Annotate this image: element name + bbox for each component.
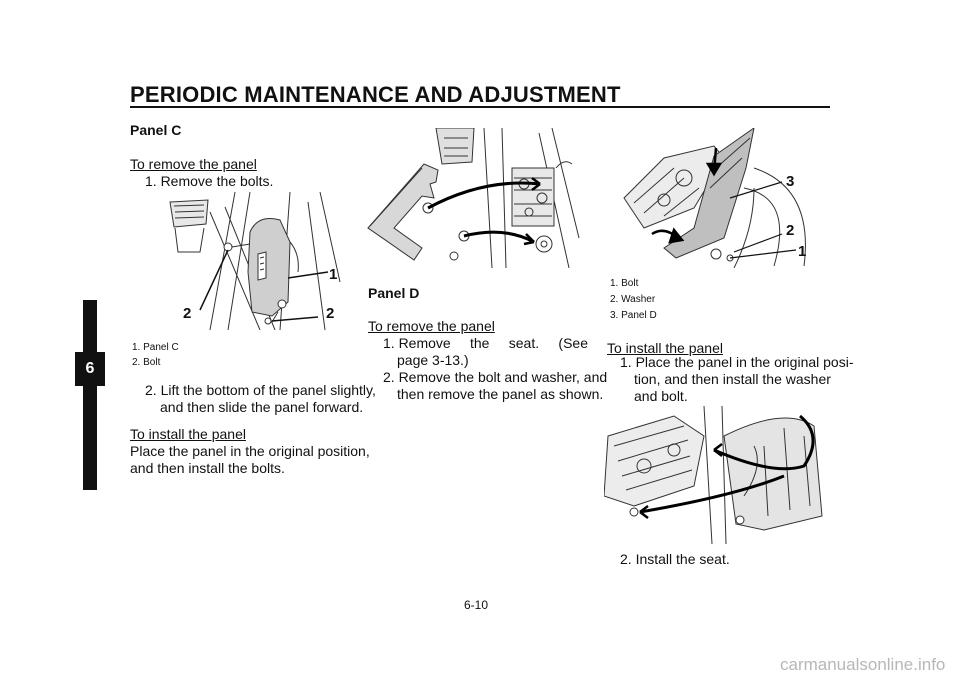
- step1-word-see: (See: [558, 335, 588, 351]
- panel-c-remove-title: To remove the panel: [130, 156, 257, 172]
- panel-d-callout-2: 2: [786, 222, 795, 239]
- panel-d-remove-title: To remove the panel: [368, 318, 495, 334]
- page-header-title: PERIODIC MAINTENANCE AND ADJUSTMENT: [130, 82, 621, 107]
- panel-c-callout-2b: 2: [326, 305, 335, 322]
- panel-d-install-step1-line2: tion, and then install the washer: [634, 371, 831, 387]
- panel-d-install-illustration: [604, 406, 823, 544]
- panel-c-install-title: To install the panel: [130, 426, 246, 442]
- panel-c-remove-step2-line2: and then slide the panel forward.: [160, 399, 364, 415]
- panel-d-remove-step2-line1: 2. Remove the bolt and washer, and: [383, 369, 608, 385]
- chapter-number: 6: [85, 360, 95, 377]
- panel-c-heading: Panel C: [130, 122, 182, 138]
- panel-d-callout-illustration: [623, 128, 806, 268]
- panel-d-remove-illustration: [367, 128, 580, 268]
- panel-d-callout-3: 3: [786, 173, 795, 190]
- panel-d-heading: Panel D: [368, 285, 420, 301]
- panel-d-caption-2: 2. Washer: [610, 294, 656, 305]
- watermark-text: carmanualsonline.info: [780, 655, 946, 674]
- panel-d-install-figure: [604, 406, 828, 544]
- step1-word-the: the: [470, 335, 490, 351]
- panel-c-remove-step1: 1. Remove the bolts.: [145, 173, 274, 189]
- panel-c-caption-1: 1. Panel C: [132, 342, 179, 353]
- panel-d-remove-step2-line2: then remove the panel as shown.: [397, 386, 604, 402]
- panel-c-callout-2a: 2: [183, 305, 192, 322]
- panel-c-install-line1: Place the panel in the original position…: [130, 443, 370, 459]
- panel-d-caption-1: 1. Bolt: [610, 278, 639, 289]
- panel-d-install-title: To install the panel: [607, 340, 723, 356]
- panel-d-install-step1-line1: 1. Place the panel in the original posi-: [620, 354, 854, 370]
- panel-d-callout-1: 1: [798, 243, 807, 260]
- panel-d-remove-step1-line2: page 3-13.): [397, 352, 469, 368]
- panel-c-illustration: [169, 192, 341, 330]
- panel-c-install-line2: and then install the bolts.: [130, 460, 285, 476]
- step1-word-remove: 1. Remove: [383, 335, 451, 351]
- panel-d-remove-step1-line1: 1. Remove the seat. (See: [383, 335, 588, 352]
- page-number: 6-10: [464, 598, 489, 612]
- panel-d-callout-figure: [604, 128, 828, 268]
- panel-c-callout-1: 1: [329, 266, 338, 283]
- step1-word-seat: seat.: [508, 335, 540, 351]
- panel-d-caption-3: 3. Panel D: [610, 310, 657, 321]
- chapter-sidebar-strip: [83, 300, 97, 490]
- chapter-tab[interactable]: 6: [75, 352, 105, 386]
- panel-d-install-step2: 2. Install the seat.: [620, 551, 730, 567]
- panel-c-figure: [140, 192, 350, 330]
- panel-c-caption-2: 2. Bolt: [132, 357, 161, 368]
- panel-c-remove-step2-line1: 2. Lift the bottom of the panel slightly…: [145, 382, 376, 398]
- panel-d-install-step1-line3: and bolt.: [634, 388, 688, 404]
- panel-d-remove-figure: [364, 128, 586, 268]
- header-rule: [130, 106, 830, 108]
